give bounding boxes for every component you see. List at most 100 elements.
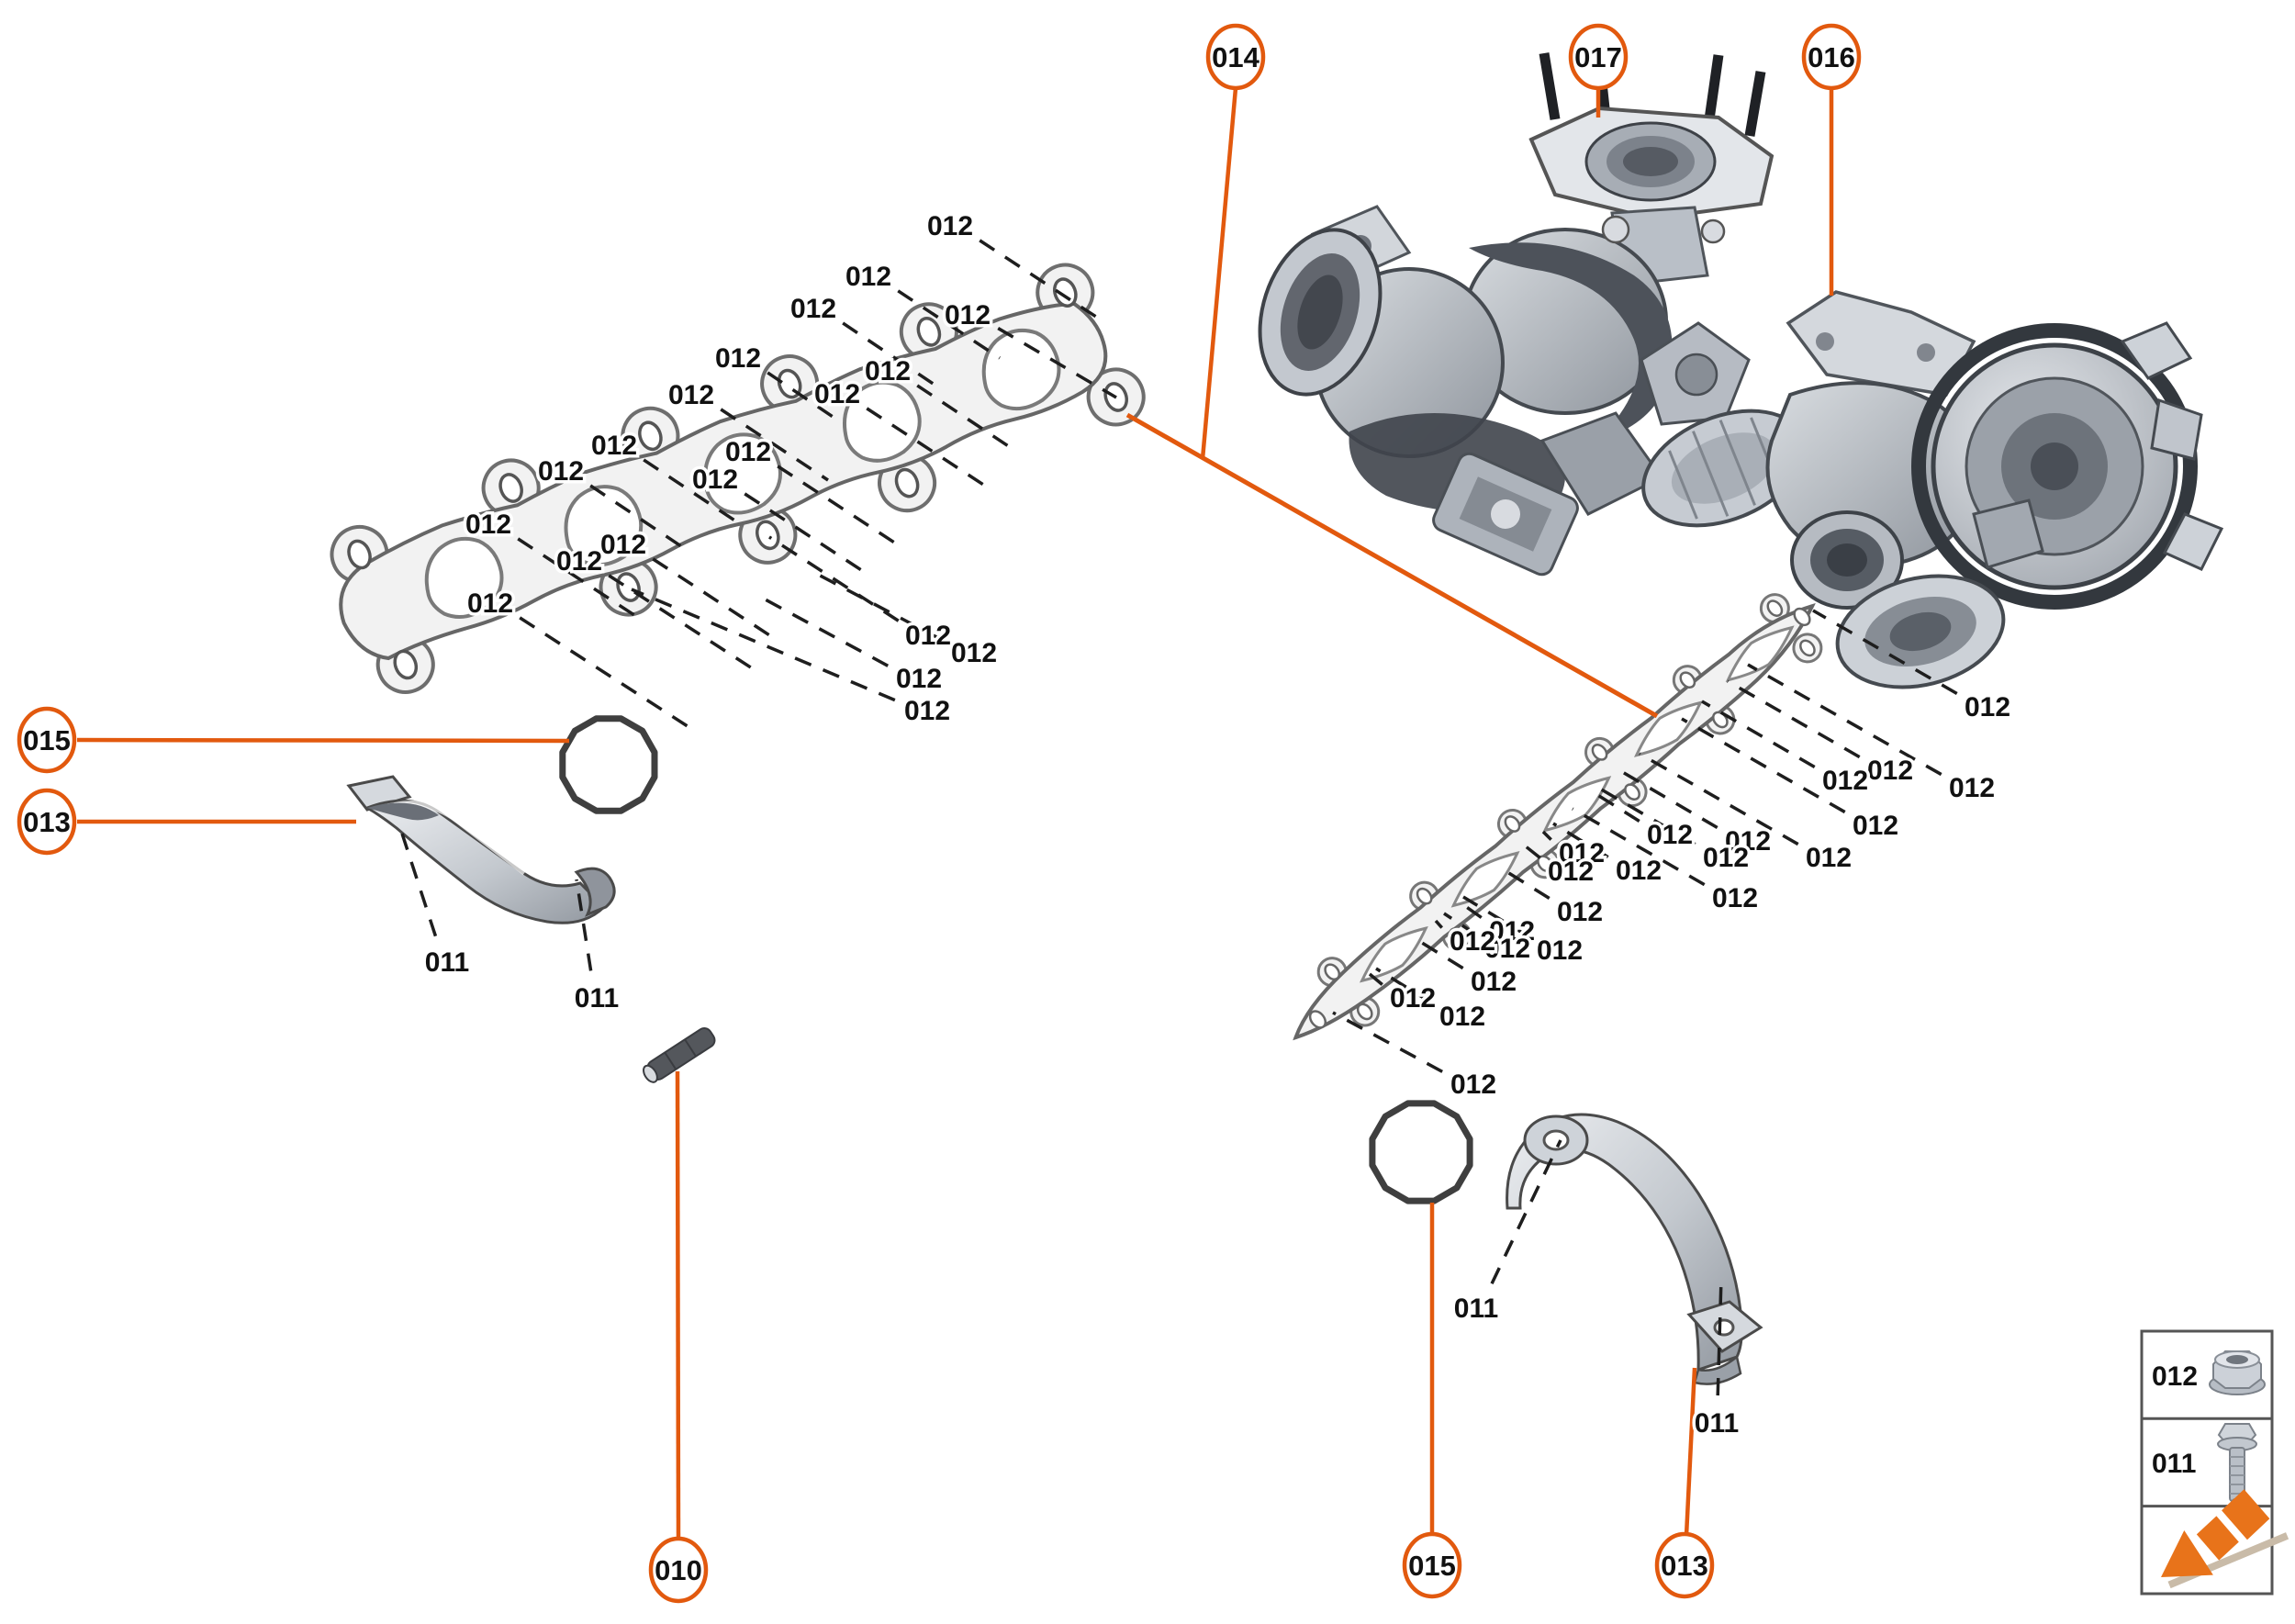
gasket-exhaust-ports: [1359, 625, 1795, 983]
part-label-012: 012: [1559, 838, 1605, 868]
part-label-012: 012: [1853, 811, 1898, 841]
part-label-012: 012: [591, 431, 637, 461]
part-label-012: 012: [1703, 843, 1749, 873]
part-label-012: 012: [668, 380, 714, 410]
leader-line: [777, 465, 905, 551]
leader-line: [1375, 967, 1433, 1004]
part-label-012: 012: [845, 262, 891, 292]
leader-line: [517, 537, 638, 619]
leader-line: [866, 407, 994, 493]
leader-line: [759, 595, 890, 667]
leader-line: [1727, 679, 1861, 759]
leader-line: [1597, 786, 1696, 846]
left-seal-ring: [559, 715, 658, 814]
part-label-011: 011: [425, 947, 469, 978]
part-label-012: 012: [1548, 857, 1594, 887]
leader-line: [652, 557, 780, 644]
part-label-012: 012: [1450, 926, 1495, 957]
part-label-012: 012: [715, 343, 761, 374]
leader-line: [767, 371, 842, 424]
leader-line: [1332, 1011, 1443, 1073]
callout-015-left[interactable]: 015: [17, 706, 77, 774]
mounting-stud-icon: [1744, 71, 1766, 137]
part-label-012: 012: [904, 696, 950, 726]
svg-text:016: 016: [1808, 41, 1855, 73]
part-label-012: 012: [1806, 843, 1852, 873]
leader-line: [1443, 912, 1478, 936]
leader-line: [842, 321, 935, 386]
part-label-012: 012: [896, 664, 942, 694]
callout-017[interactable]: 017: [1568, 23, 1629, 91]
part-label-012: 012: [951, 638, 997, 668]
mounting-stud-icon: [1704, 54, 1724, 120]
leader-line: [1368, 972, 1383, 986]
leader-line: [1541, 830, 1552, 841]
svg-text:010: 010: [655, 1554, 702, 1586]
part-label-012: 012: [1471, 967, 1517, 997]
callout-leader-lines: [76, 87, 1834, 1540]
callout-016[interactable]: 016: [1801, 23, 1862, 91]
leader-line: [589, 484, 685, 550]
right-seal-ring: [1369, 1100, 1473, 1204]
leader-line: [643, 458, 743, 527]
right-manifold-gasket: [1293, 593, 1823, 1041]
part-label-012: 012: [1450, 1070, 1496, 1100]
part-label-012: 012: [600, 530, 646, 560]
mounting-stud-icon: [1539, 52, 1561, 120]
callout-leader-010: [675, 1070, 681, 1540]
part-label-011: 011: [1695, 1408, 1739, 1439]
part-label-012: 012: [1949, 773, 1995, 803]
vband-flange: [1835, 574, 2006, 689]
part-label-012: 012: [1822, 766, 1868, 796]
part-label-012: 012: [945, 300, 991, 330]
leader-line: [631, 588, 896, 702]
wastegate-actuator: [1432, 452, 1579, 577]
turbo-support-bracket: [1786, 290, 1976, 397]
callout-leader-014: [1200, 87, 1238, 460]
leader-line: [897, 289, 1001, 360]
part-label-012: 012: [1484, 934, 1530, 964]
gasket-exhaust-ports: [424, 328, 1061, 620]
right-heat-shield: [1506, 1113, 1763, 1385]
part-label-012: 012: [1725, 826, 1771, 857]
gasket-stud-holes: [347, 277, 1129, 680]
part-label-012: 012: [725, 437, 771, 467]
part-label-012: 012: [465, 510, 511, 540]
part-label-012: 012: [865, 356, 911, 386]
leader-line: [1434, 919, 1444, 929]
direction-arrow-icon: [2161, 1489, 2289, 1589]
callout-circles: 010 015 013 014 017 016 015 013: [17, 23, 1862, 1604]
leader-line: [1490, 1139, 1562, 1284]
left-manifold-gasket: [330, 263, 1146, 694]
leader-line: [1747, 663, 1942, 777]
leader-line: [1618, 768, 1718, 830]
callout-013-left[interactable]: 013: [17, 788, 77, 856]
callout-014[interactable]: 014: [1205, 23, 1266, 91]
leader-line: [1499, 866, 1551, 900]
leader-line: [1701, 700, 1816, 769]
stud-pin: [643, 1027, 716, 1083]
leader-line: [916, 384, 1016, 453]
leader-line: [1524, 845, 1541, 859]
part-label-012: 012: [1439, 1002, 1485, 1032]
part-label-012: 012: [1489, 916, 1535, 946]
leader-line: [1639, 752, 1799, 846]
part-label-012: 012: [1712, 883, 1758, 913]
svg-text:015: 015: [23, 724, 71, 756]
callout-013-bottom[interactable]: 013: [1654, 1531, 1715, 1599]
callout-015-bottom[interactable]: 015: [1402, 1531, 1462, 1599]
part-label-011: 011: [575, 983, 619, 1014]
part-label-012: 012: [1616, 856, 1662, 886]
flange-nut-icon: [2209, 1350, 2266, 1395]
accent-line: [1125, 412, 1659, 719]
part-label-012: 012: [1390, 983, 1436, 1014]
callout-leader-015-left: [76, 737, 570, 744]
callout-010[interactable]: 010: [648, 1536, 709, 1604]
leader-line: [768, 535, 900, 622]
leader-line: [1591, 790, 1640, 823]
part-label-012: 012: [1557, 897, 1603, 927]
legend-row-011-label: 011: [2152, 1449, 2196, 1479]
